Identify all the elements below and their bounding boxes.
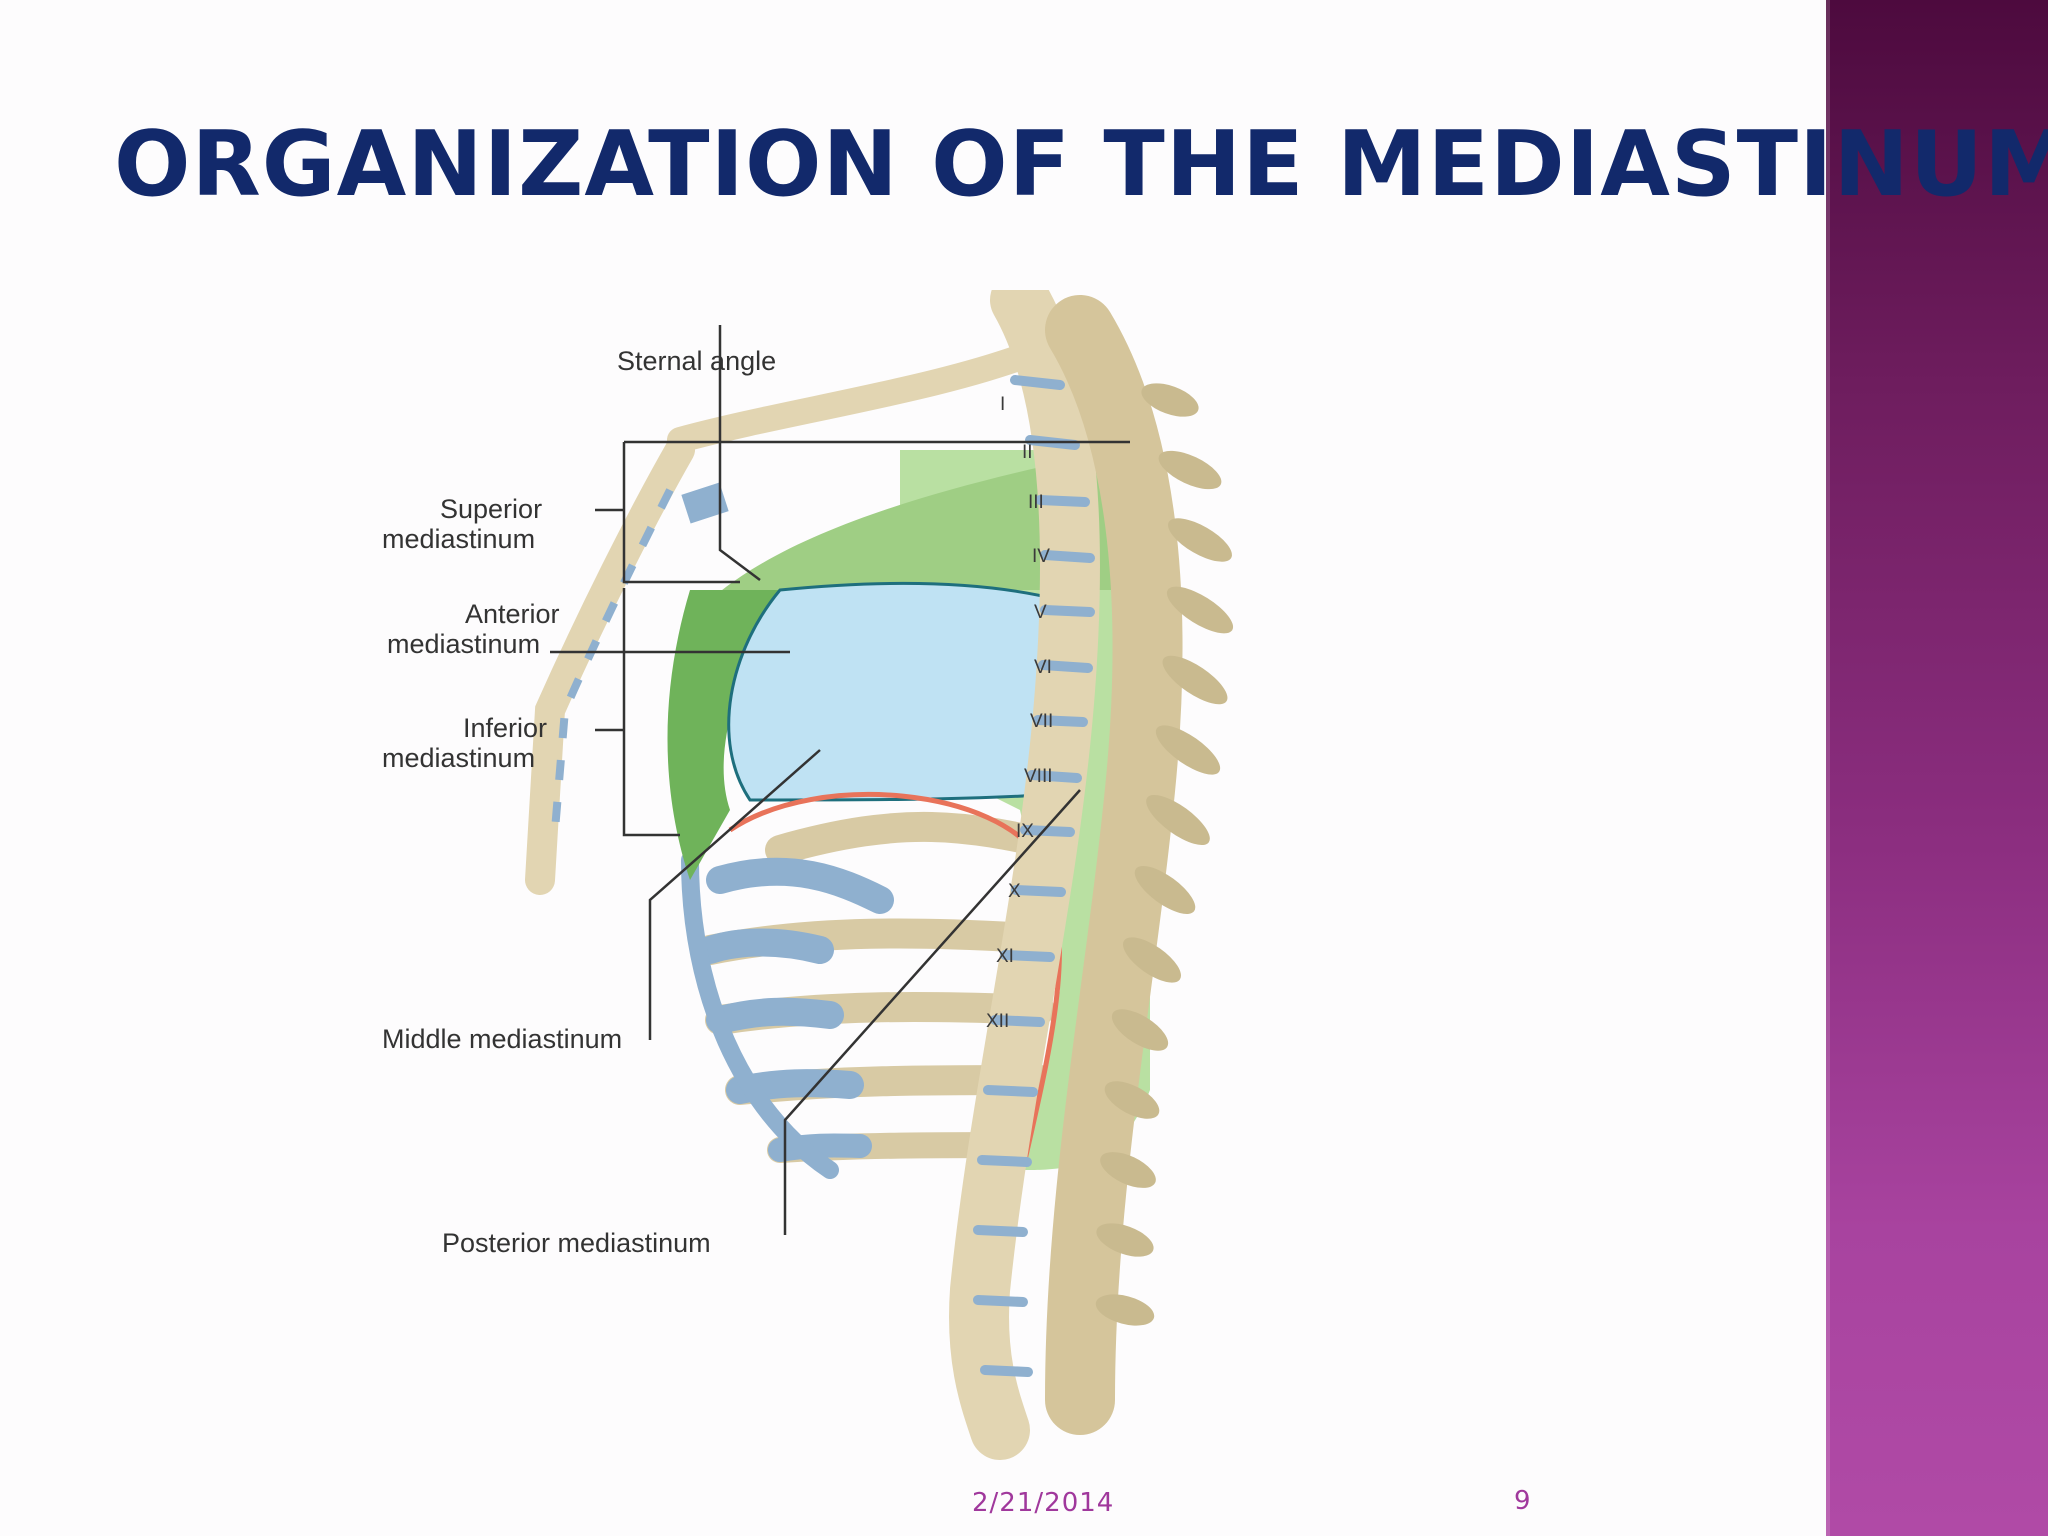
side-decoration-band bbox=[1826, 0, 2048, 1536]
vertebra-label: IV bbox=[1032, 546, 1050, 567]
vertebra-label: IX bbox=[1016, 821, 1034, 842]
label-inferior-line1: Inferior bbox=[463, 713, 547, 743]
label-anterior-line2: mediastinum bbox=[387, 629, 540, 659]
vertebra-label: II bbox=[1022, 442, 1033, 463]
label-posterior-mediastinum: Posterior mediastinum bbox=[442, 1228, 711, 1258]
costal-cartilage bbox=[681, 482, 729, 524]
vertebra-label: VIII bbox=[1024, 766, 1053, 787]
label-sternal-angle: Sternal angle bbox=[617, 346, 776, 376]
label-superior-line1: Superior bbox=[440, 494, 542, 524]
first-rib bbox=[667, 337, 1053, 453]
mediastinum-diagram: I II III IV V VI VII VIII IX X XI XII St bbox=[360, 290, 1420, 1460]
label-inferior-line2: mediastinum bbox=[382, 743, 535, 773]
vertebra-label: XII bbox=[986, 1011, 1009, 1032]
sternum bbox=[525, 435, 695, 895]
vertebra-labels: I II III IV V VI VII VIII IX X XI XII bbox=[986, 394, 1053, 1032]
lower-ribs bbox=[681, 811, 1095, 1179]
vertebra-label: VI bbox=[1034, 657, 1052, 678]
vertebra-label: XI bbox=[996, 946, 1014, 967]
vertebra-label: VII bbox=[1030, 711, 1053, 732]
slide-title: ORGANIZATION OF THE MEDIASTINUM bbox=[114, 112, 2048, 217]
sternum-cartilage bbox=[551, 488, 674, 831]
leader-lines bbox=[550, 325, 1130, 1235]
label-middle-mediastinum: Middle mediastinum bbox=[382, 1024, 622, 1054]
label-superior-line2: mediastinum bbox=[382, 524, 535, 554]
vertebra-label: V bbox=[1034, 602, 1047, 623]
vertebra-label: I bbox=[1000, 394, 1005, 415]
mediastinum-illustration: I II III IV V VI VII VIII IX X XI XII St bbox=[382, 290, 1234, 1460]
page-number: 9 bbox=[1514, 1486, 1531, 1516]
anterior-region bbox=[667, 590, 780, 880]
vertebra-label: X bbox=[1008, 881, 1021, 902]
vertebra-label: III bbox=[1028, 492, 1044, 513]
footer-date: 2/21/2014 bbox=[972, 1488, 1115, 1518]
label-anterior-line1: Anterior bbox=[465, 599, 560, 629]
